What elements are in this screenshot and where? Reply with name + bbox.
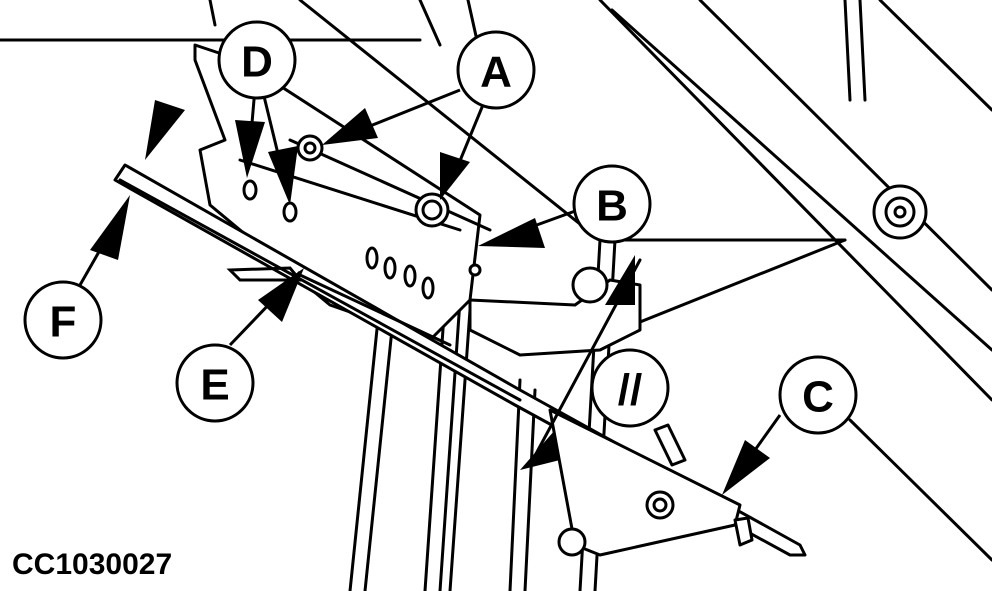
callout-c-label: C [802,373,834,422]
callout-parallel-label: // [618,366,642,415]
callout-c: C [778,355,858,435]
callout-parallel: // [590,348,670,428]
lower-bracket [548,408,754,557]
callout-a: A [456,30,536,110]
leader-e [228,268,304,347]
figure-id: CC1030027 [12,548,173,581]
callout-e-label: E [200,361,229,410]
leader-d [235,87,298,205]
leader-b [478,208,579,248]
callout-a-label: A [480,48,512,97]
leader-c [722,414,782,495]
frame-pivot-bolt [872,184,928,240]
callout-b-label: B [596,182,628,231]
callout-d: D [217,20,297,100]
callout-d-label: D [241,38,273,87]
callout-f-label: F [50,298,77,347]
callout-e: E [175,343,255,423]
callout-b: B [572,164,652,244]
callout-f: F [23,280,103,360]
dimension-f-arrows [78,100,185,286]
leader-a [322,88,487,200]
lever-arm [468,266,642,357]
dimension-parallel-arrows [520,255,642,470]
